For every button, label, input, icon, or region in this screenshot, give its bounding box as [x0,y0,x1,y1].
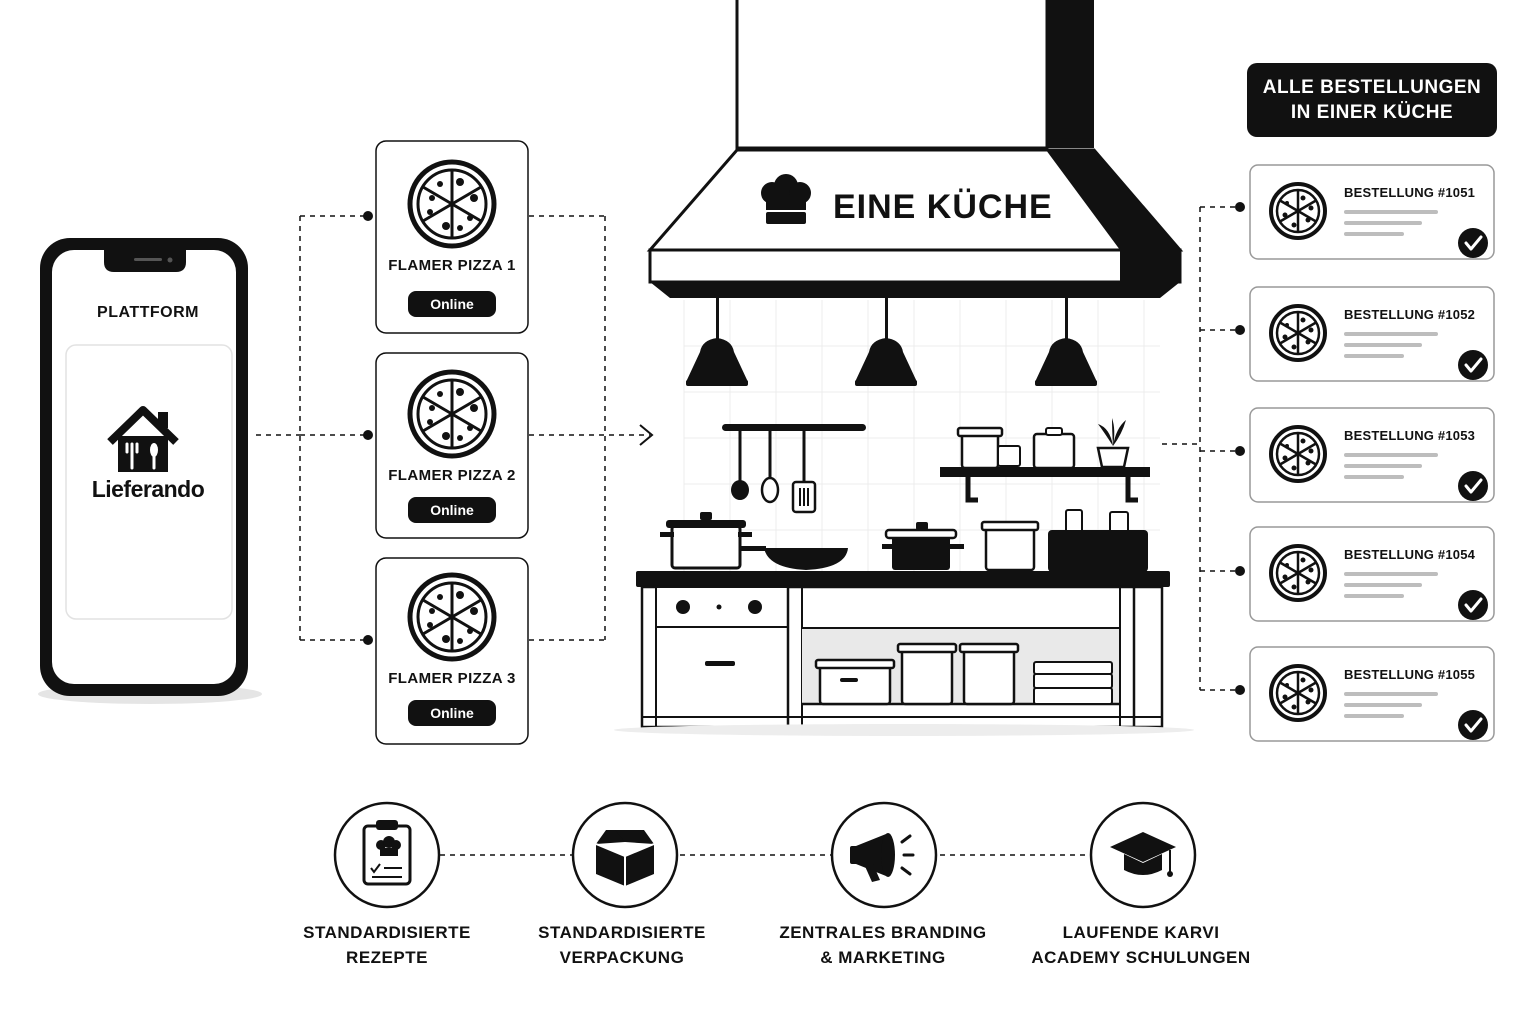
feature-label-recipes: STANDARDISIERTE REZEPTE [257,920,517,970]
feature-label-line: REZEPTE [346,948,428,967]
wall-shelf [940,418,1150,503]
pizza-icon [410,162,494,246]
pizza-icon [410,575,494,659]
stove-items [660,509,1148,572]
order-title-1054: BESTELLUNG #1054 [1344,547,1476,562]
kitchen-counter [614,571,1194,736]
connectors-right [1162,206,1240,691]
feature-label-academy: LAUFENDE KARVI ACADEMY SCHULUNGEN [1011,920,1271,970]
orders-header-line-1: ALLE BESTELLUNGEN [1262,77,1482,98]
brand-name-2: FLAMER PIZZA 2 [388,467,516,484]
pizza-icon [1269,425,1327,483]
feature-label-line: STANDARDISIERTE [538,923,706,942]
order-title-1055: BESTELLUNG #1055 [1344,667,1476,682]
feature-label-line: STANDARDISIERTE [303,923,471,942]
connector-dots-left [363,211,373,645]
connector-dots-right [1235,202,1245,695]
kitchen-label: EINE KÜCHE [833,188,1053,226]
check-icon [1456,226,1490,260]
feature-label-branding: ZENTRALES BRANDING & MARKETING [753,920,1013,970]
orders-header-badge: ALLE BESTELLUNGEN IN EINER KÜCHE [1247,63,1497,137]
pizza-icon [1269,544,1327,602]
chef-hat-icon [761,174,811,224]
orders-header-line-2: IN EINER KÜCHE [1290,102,1454,123]
check-icon [1456,588,1490,622]
platform-label: PLATTFORM [97,304,199,321]
connectors-left [256,215,650,641]
box-icon [595,830,655,886]
graduation-cap-icon [1110,832,1176,877]
pizza-icon [1269,664,1327,722]
arrow-right-icon [639,424,654,446]
online-status-badge-2: Online [408,497,496,523]
clipboard-recipe-icon [362,820,412,886]
brand-name-3: FLAMER PIZZA 3 [388,670,516,687]
online-status-badge-1: Online [408,291,496,317]
pizza-icon [410,372,494,456]
online-status-badge-3: Online [408,700,496,726]
pizza-icon [1269,304,1327,362]
order-title-1051: BESTELLUNG #1051 [1344,185,1476,200]
check-icon [1456,469,1490,503]
lieferando-logo-icon [107,406,179,472]
feature-label-line: ZENTRALES BRANDING [779,923,987,942]
order-title-1052: BESTELLUNG #1052 [1344,307,1476,322]
feature-label-line: LAUFENDE KARVI [1062,923,1220,942]
lieferando-app-name[interactable]: Lieferando [91,476,205,502]
order-text-lines [1344,210,1438,718]
megaphone-icon [850,833,915,882]
feature-label-line: ACADEMY SCHULUNGEN [1031,948,1251,967]
utensil-rail [722,424,866,514]
feature-label-line: & MARKETING [820,948,946,967]
pendant-lamps [686,298,1097,386]
brand-name-1: FLAMER PIZZA 1 [388,257,516,274]
pizza-icon [1269,182,1327,240]
feature-label-packaging: STANDARDISIERTE VERPACKUNG [492,920,752,970]
check-icon [1456,708,1490,742]
order-title-1053: BESTELLUNG #1053 [1344,428,1476,443]
feature-label-line: VERPACKUNG [559,948,685,967]
check-icon [1456,348,1490,382]
range-hood [646,0,1184,298]
